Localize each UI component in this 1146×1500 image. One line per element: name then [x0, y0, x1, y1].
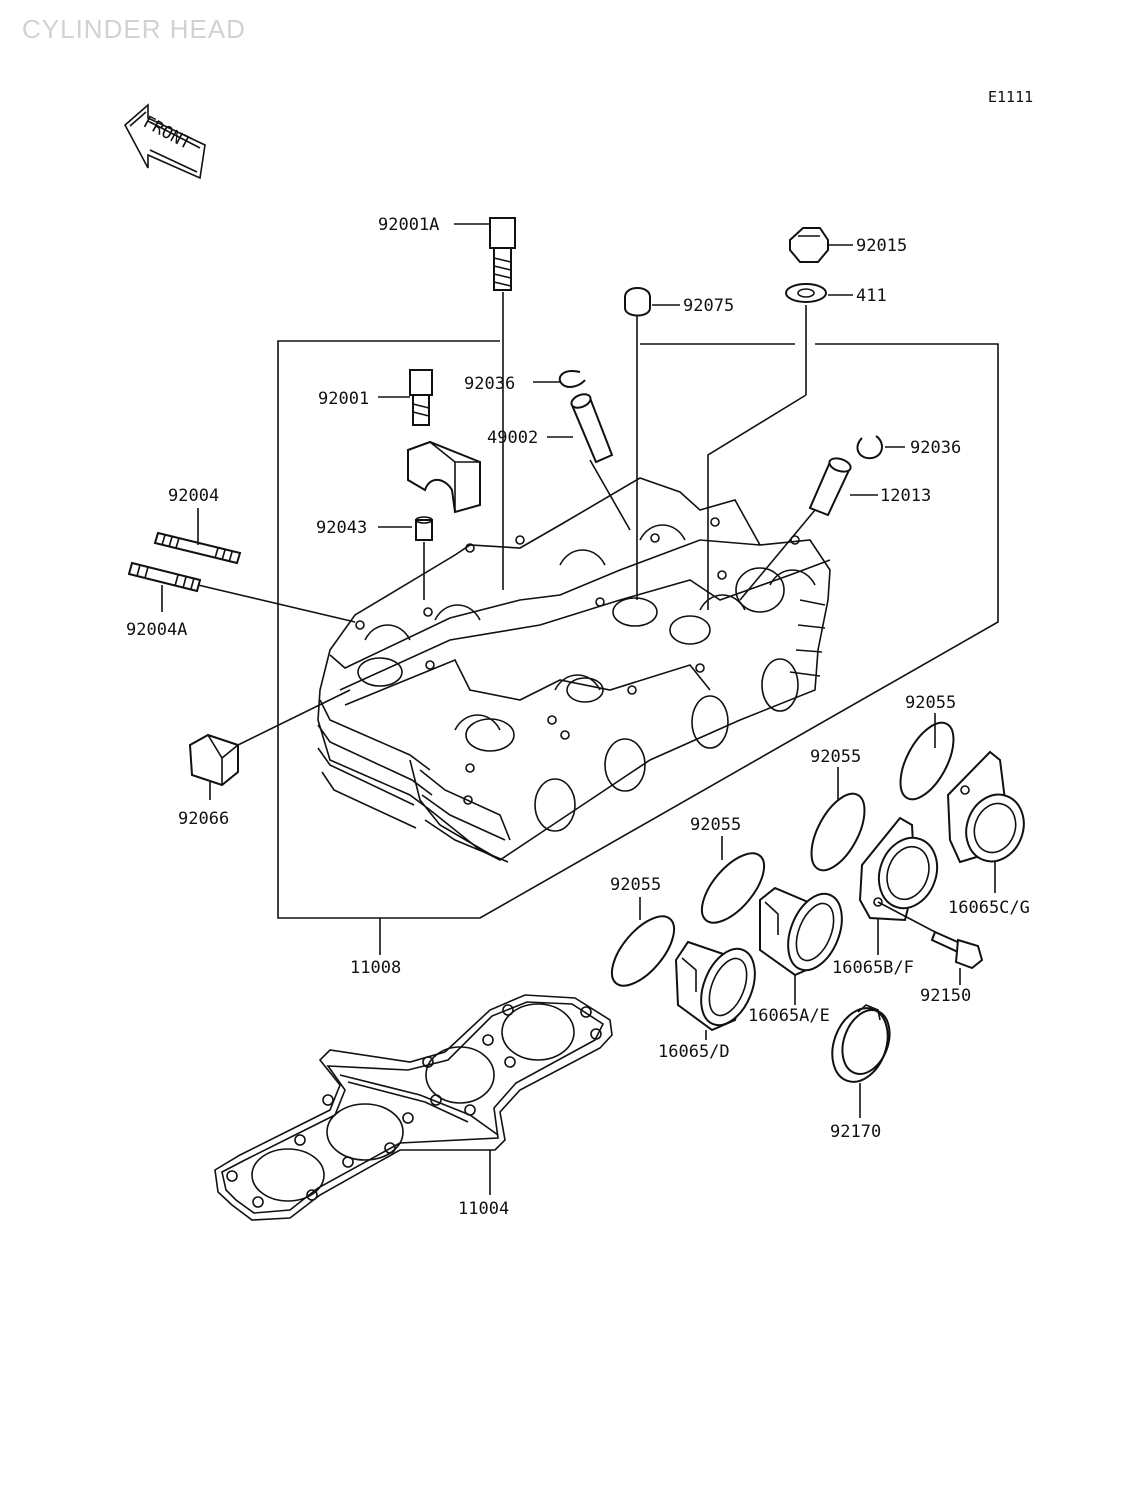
o-ring-92055-a — [899, 721, 955, 801]
cylinder-head — [317, 477, 831, 863]
washer-411-icon — [785, 283, 827, 303]
callout-92055-c: 92055 — [690, 815, 741, 835]
head-gasket-11004 — [214, 994, 613, 1221]
callout-92170: 92170 — [830, 1122, 881, 1142]
callout-92066: 92066 — [178, 809, 229, 829]
callout-11008: 11008 — [350, 958, 401, 978]
bolt-92001-icon — [409, 369, 433, 426]
callout-labels: 92001A 92015 92075 411 92036 92001 49002… — [126, 215, 1030, 1219]
callout-92055-a: 92055 — [905, 693, 956, 713]
callout-16065AE: 16065A/E — [748, 1006, 830, 1026]
intake-holder-16065D-icon — [674, 940, 756, 1032]
callout-92015: 92015 — [856, 236, 907, 256]
callout-92150: 92150 — [920, 986, 971, 1006]
clip-92036-a-icon — [558, 370, 586, 388]
nut-92015-icon — [789, 227, 829, 263]
page-title: CYLINDER HEAD — [22, 14, 246, 44]
bolt-92001A-icon — [489, 217, 516, 291]
intake-holder-16065CG-icon — [946, 750, 1025, 864]
guide-49002-icon — [570, 393, 614, 464]
diagram-code: E1111 — [988, 88, 1034, 106]
callout-92001A: 92001A — [378, 215, 439, 235]
callout-92004A: 92004A — [126, 620, 187, 640]
assembly-frame — [277, 340, 999, 919]
dowel-92043-icon — [415, 516, 433, 541]
callout-92043: 92043 — [316, 518, 367, 538]
guide-12013-icon — [808, 457, 852, 517]
callout-92001: 92001 — [318, 389, 369, 409]
stud-92004-icon — [153, 531, 242, 565]
callout-16065D: 16065/D — [658, 1042, 730, 1062]
o-ring-92055-c — [700, 852, 766, 924]
bolt-92150-icon — [930, 930, 984, 970]
plug-92066-icon — [188, 733, 239, 787]
callout-92036-a: 92036 — [464, 374, 515, 394]
cap-92075-icon — [624, 287, 651, 317]
callout-16065CG: 16065C/G — [948, 898, 1030, 918]
callout-12013: 12013 — [880, 486, 931, 506]
stud-92004A-icon — [127, 561, 202, 593]
cam-cap-icon — [407, 440, 481, 514]
o-ring-92055-b — [810, 792, 866, 872]
intake-holder-16065AE-icon — [759, 886, 843, 977]
clamp-92170-icon — [831, 1004, 891, 1083]
callout-16065BF: 16065B/F — [832, 958, 914, 978]
callout-92004: 92004 — [168, 486, 219, 506]
callout-411: 411 — [856, 286, 887, 306]
callout-92055-b: 92055 — [810, 747, 861, 767]
callout-92075: 92075 — [683, 296, 734, 316]
intake-holder-16065BF-icon — [858, 816, 939, 922]
callout-92036-b: 92036 — [910, 438, 961, 458]
clip-92036-b-icon — [856, 435, 883, 460]
front-label: FRONT — [140, 112, 195, 154]
callout-11004: 11004 — [458, 1199, 509, 1219]
callout-49002: 49002 — [487, 428, 538, 448]
o-ring-92055-d — [610, 915, 676, 987]
front-arrow-icon: FRONT — [123, 103, 206, 180]
leader-lines — [161, 223, 996, 1195]
callout-92055-d: 92055 — [610, 875, 661, 895]
